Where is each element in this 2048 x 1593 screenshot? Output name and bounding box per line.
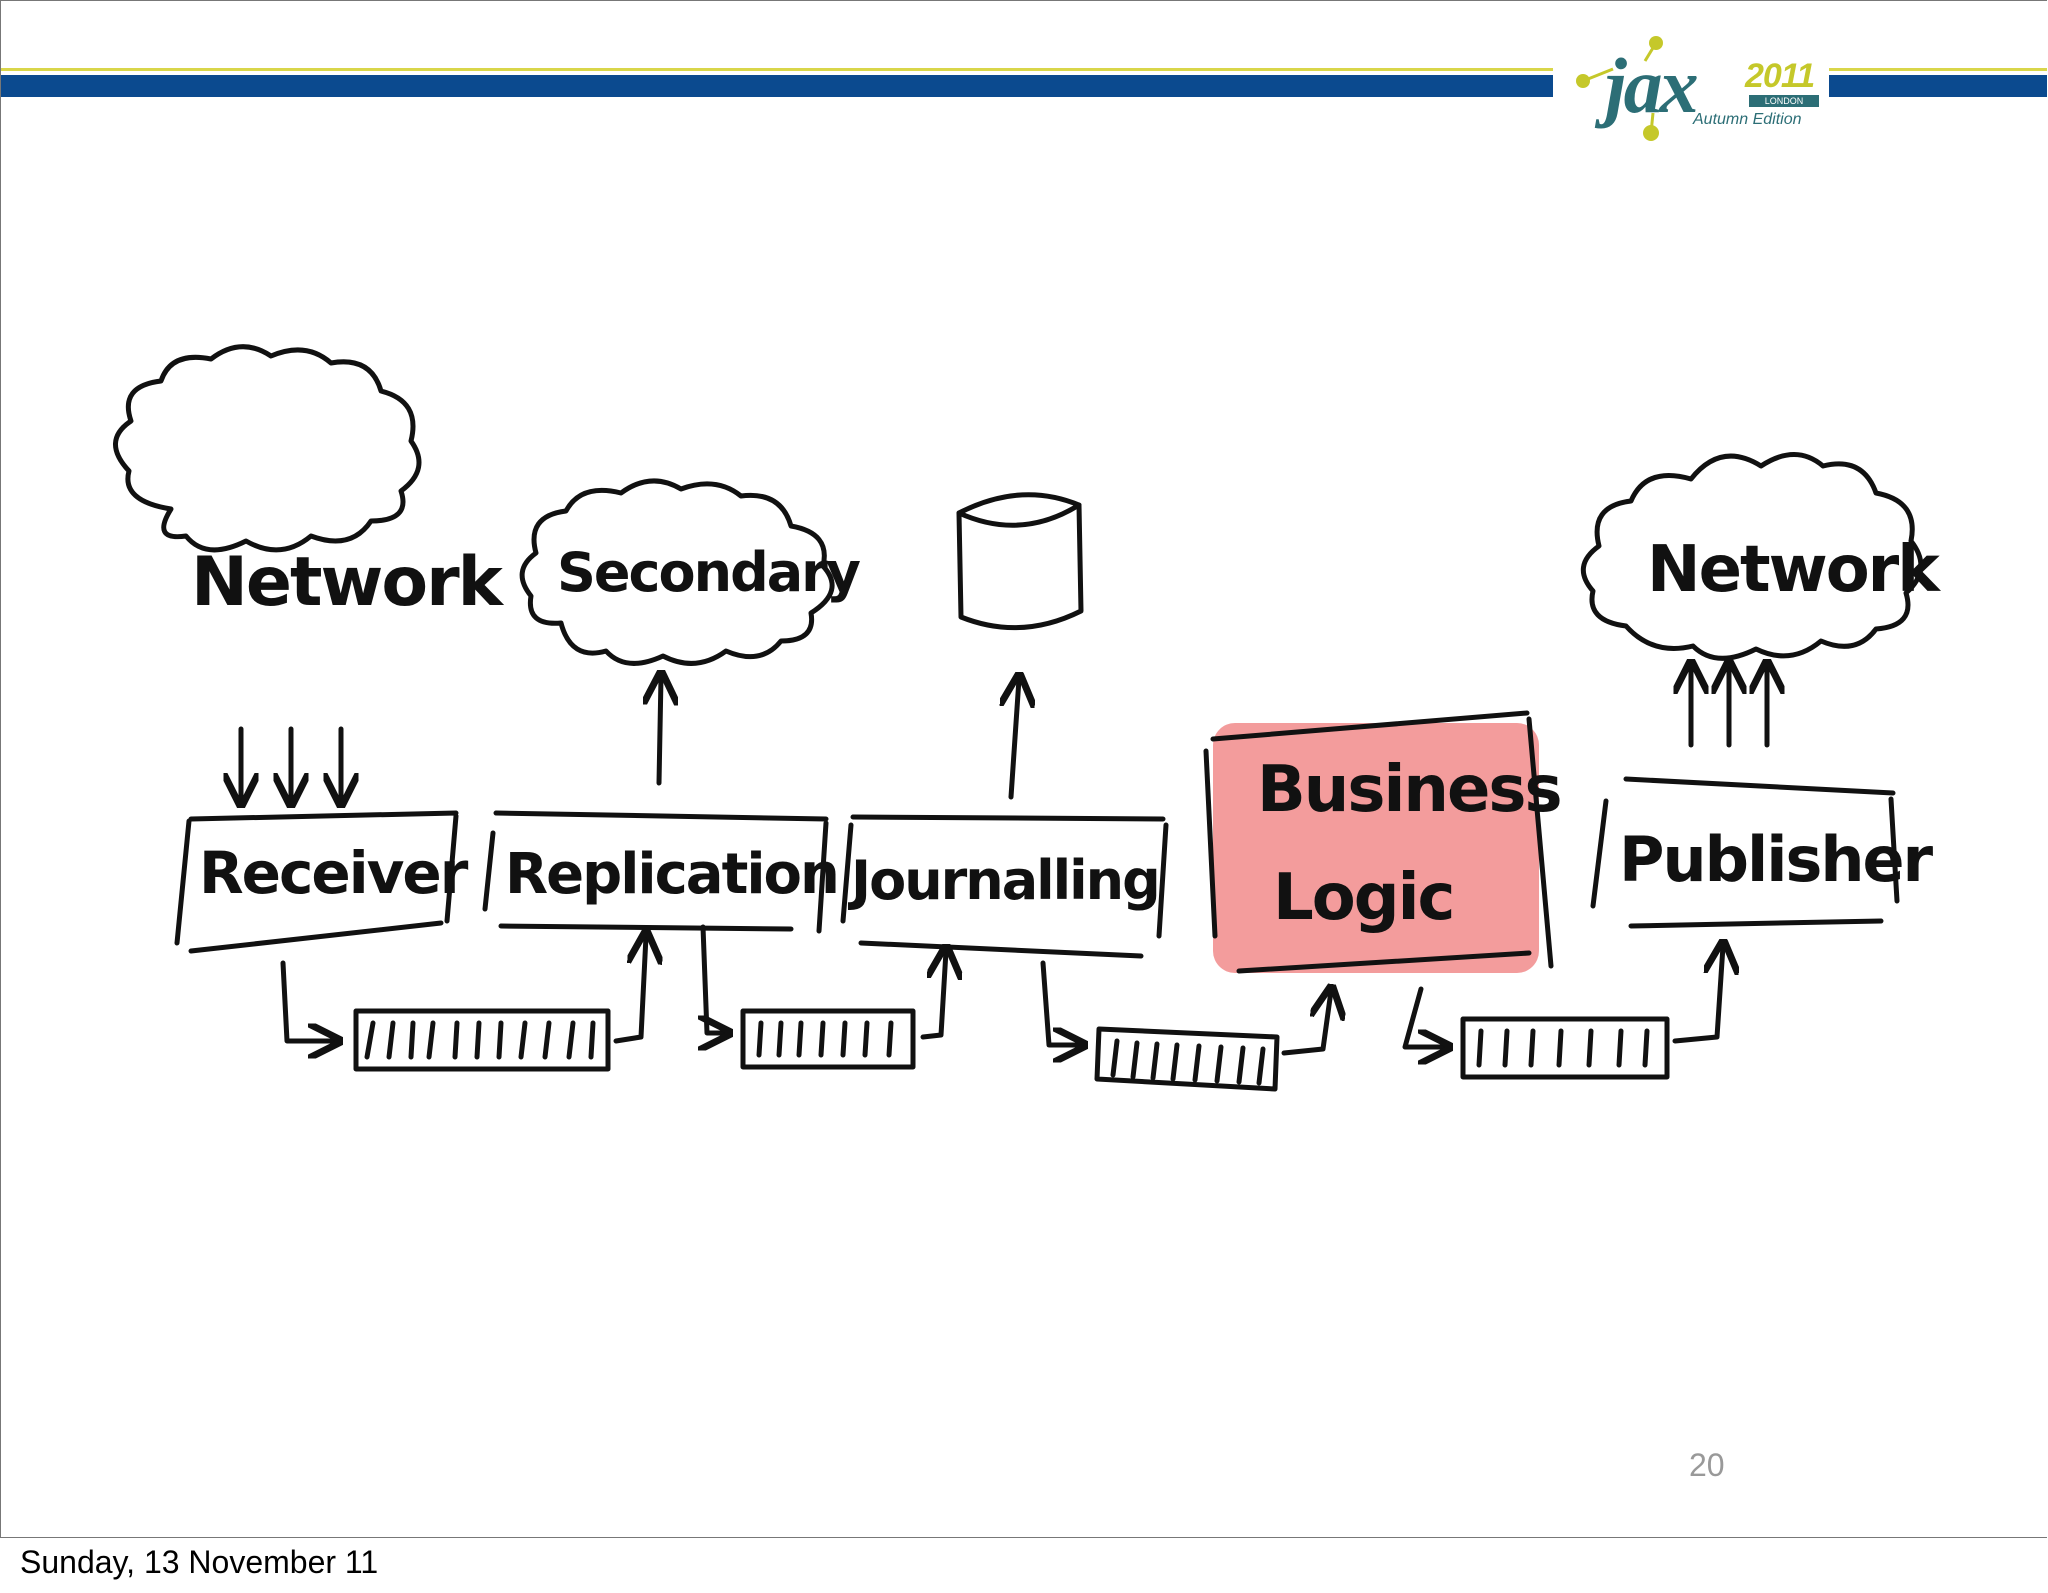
logo-year: 2011 <box>1745 57 1815 95</box>
outbound-arrows-icon <box>1691 666 1767 748</box>
business-logic-highlight <box>1213 723 1539 973</box>
journal-database-icon <box>956 492 1084 631</box>
to-database-arrow-icon <box>1011 679 1019 800</box>
inbound-arrows-icon <box>241 726 341 801</box>
ring-buffer-3-icon <box>1094 1026 1280 1092</box>
network-in-label: Network <box>191 543 505 622</box>
secondary-cloud-icon <box>519 478 835 666</box>
network-out-cloud-icon <box>1581 452 1924 661</box>
publisher-box <box>1590 776 1900 929</box>
ring-buffer-2-icon <box>740 1008 916 1070</box>
architecture-diagram: Network Secondary Network Receiver Repli… <box>113 344 1943 1092</box>
replication-label: Replication <box>505 842 838 907</box>
logo-dots-icon <box>1576 36 1663 141</box>
journalling-box <box>840 814 1169 959</box>
to-secondary-arrow-icon <box>659 677 661 786</box>
replication-box <box>482 810 829 934</box>
logo-wordmark: jax <box>1605 42 1699 129</box>
slide-number: 20 <box>1689 1447 1725 1483</box>
network-out-label: Network <box>1647 533 1941 607</box>
ring-buffer-4-icon <box>1460 1016 1670 1080</box>
logic-label: Logic <box>1273 861 1453 935</box>
logo-city: LONDON <box>1749 95 1819 107</box>
jax-logo: jax 2011 LONDON Autumn Edition <box>1553 21 1829 151</box>
receiver-box <box>174 810 459 954</box>
flow-arrows-icon <box>280 924 1723 1053</box>
logo-edition: Autumn Edition <box>1693 111 1802 128</box>
network-in-cloud-icon <box>113 344 422 553</box>
footer-date: Sunday, 13 November 11 <box>20 1544 379 1580</box>
business-logic-box <box>1203 710 1554 974</box>
receiver-label: Receiver <box>199 839 469 907</box>
header-blue-band <box>1 75 2047 97</box>
header-yellow-rule <box>1 68 2047 71</box>
ring-buffer-1-icon <box>353 1008 611 1072</box>
secondary-label: Secondary <box>557 541 861 604</box>
slide: jax 2011 LONDON Autumn Edition <box>0 0 2047 1538</box>
publisher-label: Publisher <box>1619 823 1934 896</box>
business-label: Business <box>1257 753 1561 827</box>
journalling-label: Journalling <box>847 849 1159 912</box>
